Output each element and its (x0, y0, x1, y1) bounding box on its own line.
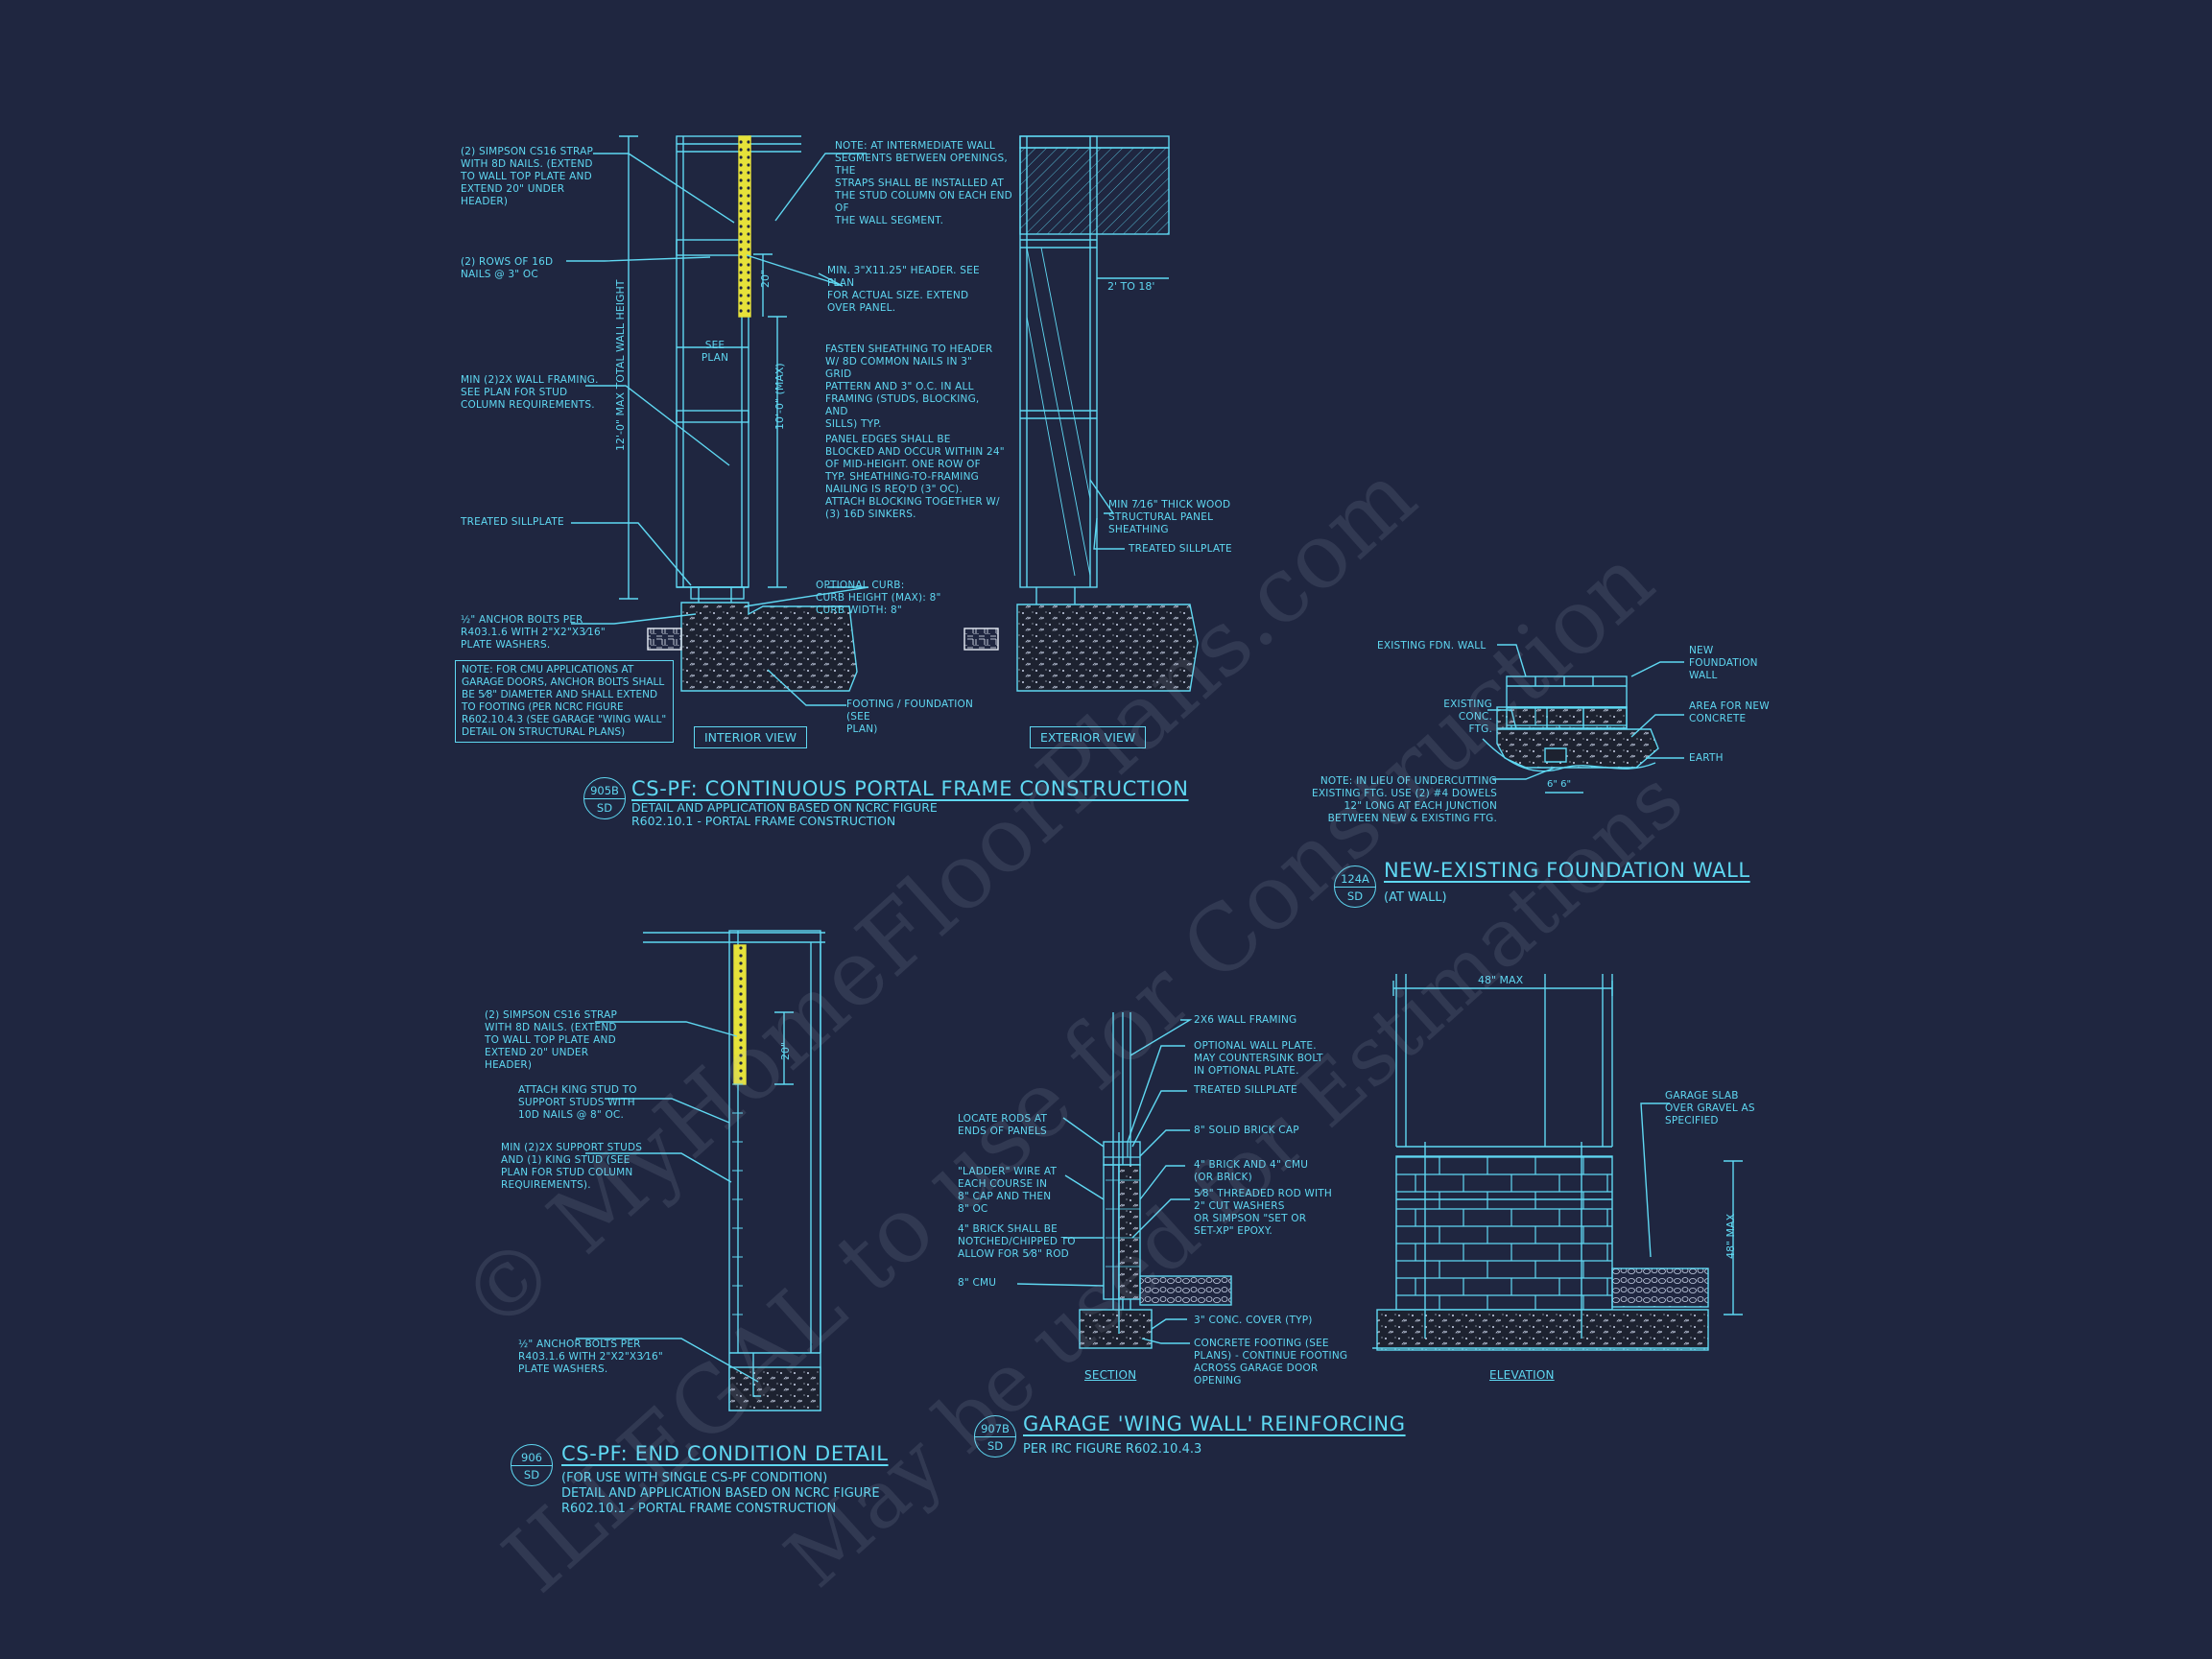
d1-note-intermediate: NOTE: AT INTERMEDIATE WALL SEGMENTS BETW… (835, 140, 1012, 226)
d1-interior-view-label: INTERIOR VIEW (694, 726, 807, 748)
d3-note-support: MIN (2)2X SUPPORT STUDS AND (1) KING STU… (501, 1142, 643, 1191)
d1-cmu-note: NOTE: FOR CMU APPLICATIONS AT GARAGE DOO… (455, 660, 674, 743)
d4-note-ladder: "LADDER" WIRE AT EACH COURSE IN 8" CAP A… (958, 1166, 1058, 1215)
d1-dim-see-plan: SEE PLAN (701, 340, 729, 364)
d4-subtitle: PER IRC FIGURE R602.10.4.3 (1023, 1442, 1202, 1457)
d1-note-sill: TREATED SILLPLATE (461, 516, 564, 528)
d1-exterior-view-label: EXTERIOR VIEW (1030, 726, 1147, 748)
d4-note-cover: 3" CONC. COVER (TYP) (1194, 1315, 1313, 1326)
d3-note-strap: (2) SIMPSON CS16 STRAP WITH 8d NAILS. (E… (485, 1009, 618, 1071)
d1-dim-10ft: 10'-0" (MAX) (773, 363, 786, 430)
d4-dim-width: 48" MAX (1478, 974, 1524, 986)
d3-note-king: ATTACH KING STUD TO SUPPORT STUDS WITH 1… (518, 1084, 637, 1121)
d1-note-panel-edges: PANEL EDGES SHALL BE BLOCKED AND OCCUR W… (825, 434, 1005, 520)
d2-note-existing-ftg: EXISTING CONC. FTG. (1443, 699, 1492, 735)
d1-subtitle: DETAIL AND APPLICATION BASED ON NCRC FIG… (631, 800, 938, 828)
d2-note-new-wall: NEW FOUNDATION WALL (1689, 645, 1758, 681)
d1-note-header: MIN. 3"x11.25" HEADER. SEE PLAN FOR ACTU… (827, 265, 980, 314)
d4-note-framing: 2x6 WALL FRAMING (1194, 1014, 1297, 1026)
d1-note-sheathing: MIN 7⁄16" THICK WOOD STRUCTURAL PANEL SH… (1108, 499, 1231, 535)
d2-note-existing-wall: EXISTING FDN. WALL (1377, 640, 1487, 652)
d1-note-strap: (2) SIMPSON CS16 STRAP WITH 8d NAILS. (E… (461, 146, 594, 207)
d4-note-footing: CONCRETE FOOTING (SEE PLANS) - CONTINUE … (1194, 1338, 1348, 1386)
d1-note-footing: FOOTING / FOUNDATION (SEE PLAN) (846, 699, 974, 735)
d1-note-sill-exterior: TREATED SILLPLATE (1129, 543, 1232, 555)
d1-dim-20in: 20" (759, 269, 772, 288)
d1-note-anchor: ½" ANCHOR BOLTS PER R403.1.6 WITH 2"x2"x… (461, 614, 606, 651)
d4-note-sill: TREATED SILLPLATE (1194, 1084, 1297, 1096)
d1-note-framing: MIN (2)2X WALL FRAMING. SEE PLAN FOR STU… (461, 374, 599, 411)
d4-note-optional-plate: OPTIONAL WALL PLATE. MAY COUNTERSINK BOL… (1194, 1040, 1323, 1077)
d3-subtitle: (FOR USE WITH SINGLE CS-PF CONDITION) DE… (561, 1471, 880, 1516)
d4-note-brick-cap: 8" SOLID BRICK CAP (1194, 1125, 1299, 1136)
d2-note-area: AREA FOR NEW CONCRETE (1689, 700, 1770, 724)
d2-title: NEW-EXISTING FOUNDATION WALL (1384, 859, 1750, 882)
d4-note-cmu: 8" CMU (958, 1277, 997, 1289)
d4-note-notched: 4" BRICK SHALL BE NOTCHED/CHIPPED TO ALL… (958, 1223, 1076, 1260)
d4-note-brick-cmu: 4" BRICK AND 4" CMU (OR BRICK) (1194, 1159, 1309, 1183)
d2-subtitle: (AT WALL) (1384, 890, 1447, 905)
d2-note-lieu: NOTE: IN LIEU OF UNDERCUTTING EXISTING F… (1312, 775, 1497, 824)
d4-note-locate: LOCATE RODS AT ENDS OF PANELS (958, 1113, 1048, 1137)
d4-title: GARAGE 'WING WALL' REINFORCING (1023, 1412, 1406, 1435)
d1-note-curb: OPTIONAL CURB: CURB HEIGHT (MAX): 8" CUR… (816, 580, 941, 616)
d4-elevation-label: ELEVATION (1489, 1368, 1555, 1382)
d1-dim-2-to-18: 2' TO 18' (1107, 280, 1155, 293)
d1-title: CS-PF: CONTINUOUS PORTAL FRAME CONSTRUCT… (631, 777, 1189, 800)
d2-note-earth: EARTH (1689, 752, 1724, 764)
d1-note-fasten: FASTEN SHEATHING TO HEADER W/ 8d COMMON … (825, 344, 993, 430)
d3-note-anchor: ½" ANCHOR BOLTS PER R403.1.6 WITH 2"x2"x… (518, 1339, 663, 1375)
d4-note-slab: GARAGE SLAB OVER GRAVEL AS SPECIFIED (1665, 1090, 1755, 1126)
d4-note-rod: 5⁄8" THREADED ROD WITH 2" CUT WASHERS OR… (1194, 1188, 1333, 1237)
d4-dim-height: 48" MAX (1724, 1213, 1737, 1259)
d1-dim-total-height: 12'-0" MAX TOTAL WALL HEIGHT (614, 279, 627, 451)
d1-note-rows: (2) ROWS OF 16d NAILS @ 3" OC (461, 256, 554, 280)
d4-section-label: SECTION (1084, 1368, 1137, 1382)
d2-dim: 6" 6" (1547, 779, 1572, 790)
d3-title: CS-PF: END CONDITION DETAIL (561, 1442, 889, 1465)
